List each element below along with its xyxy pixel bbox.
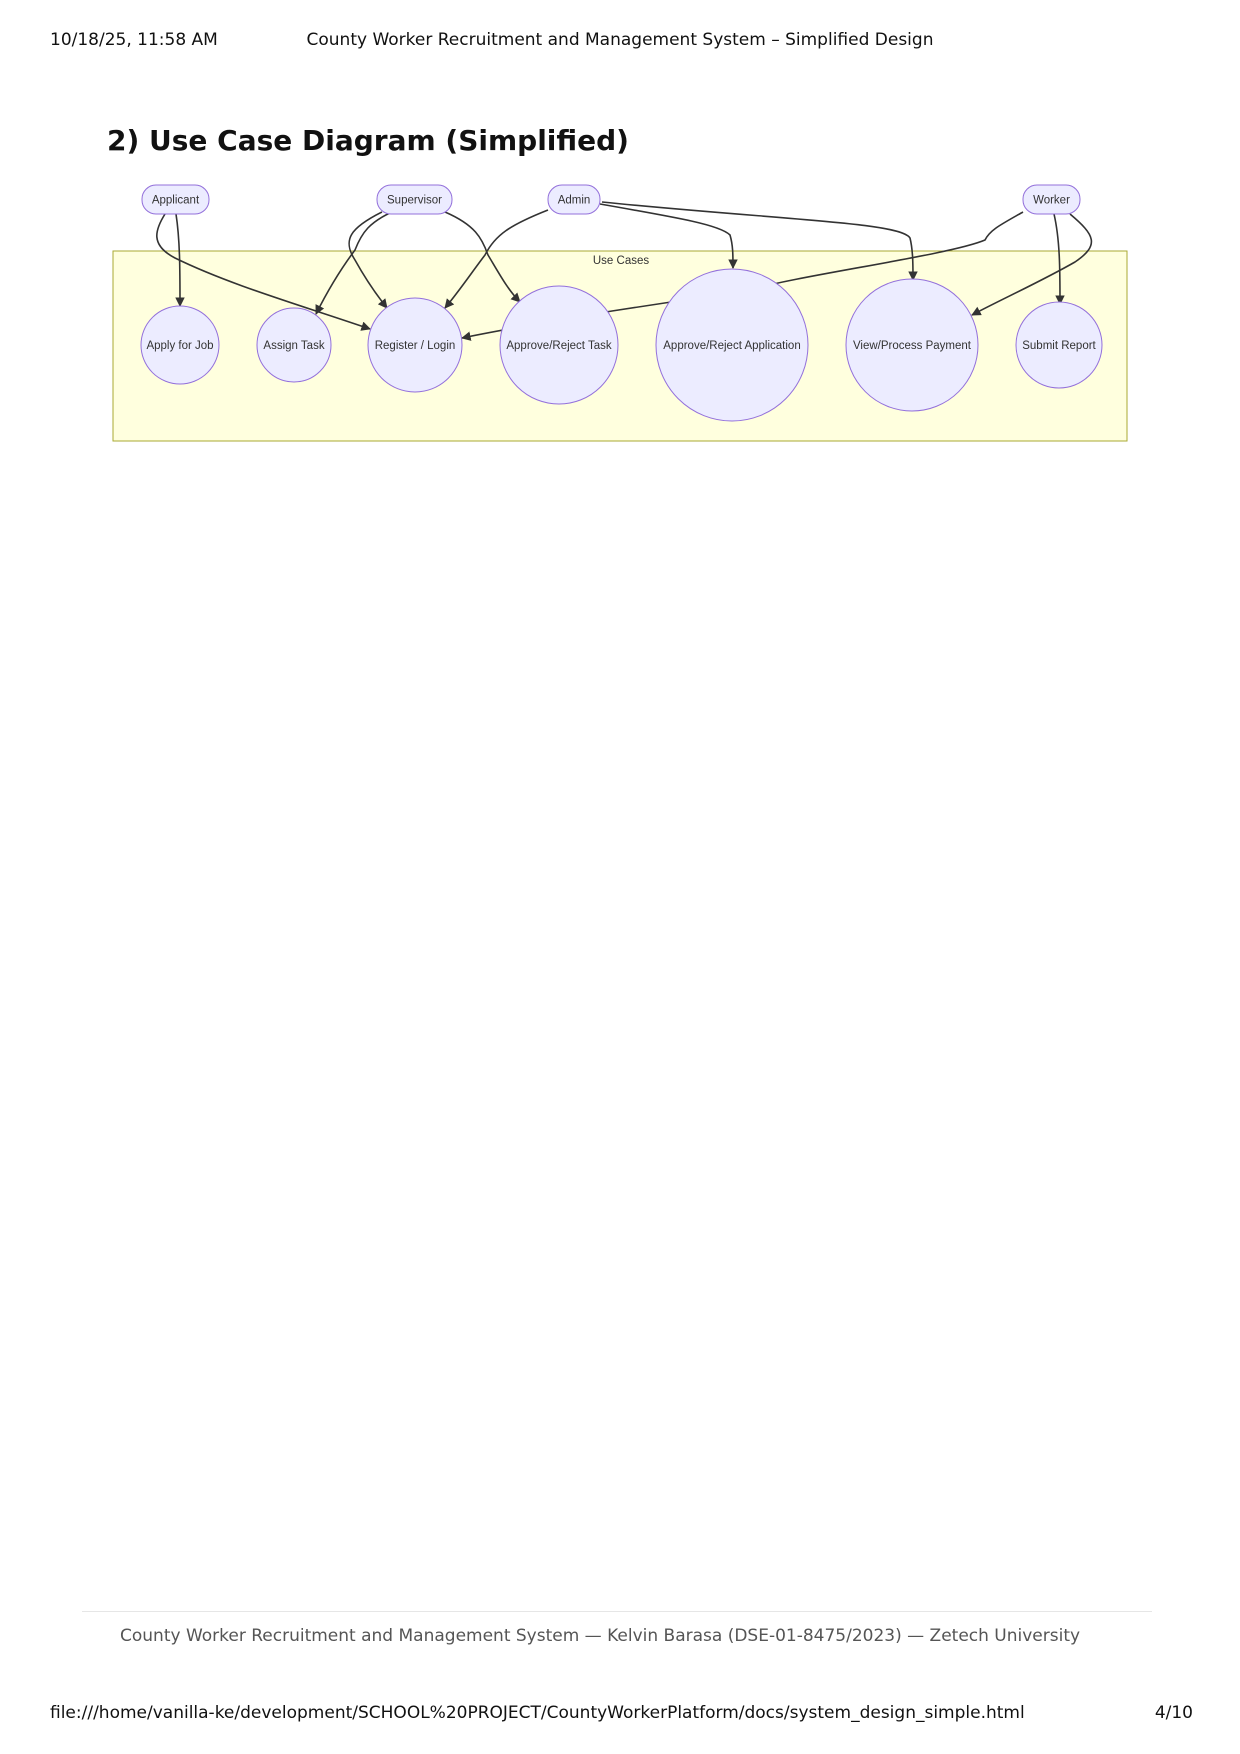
usecase-submit-report-label: Submit Report xyxy=(1022,340,1096,352)
page-number: 4/10 xyxy=(1154,1703,1193,1723)
actor-worker: Worker xyxy=(1022,184,1081,215)
document-footer: County Worker Recruitment and Management… xyxy=(82,1611,1152,1646)
actors: Applicant Supervisor Admin Worker xyxy=(141,184,1081,215)
usecase-submit-report: Submit Report xyxy=(1015,301,1103,389)
section-title: 2) Use Case Diagram (Simplified) xyxy=(107,124,629,157)
usecase-approve-reject-task-label: Approve/Reject Task xyxy=(506,340,612,352)
usecase-approve-reject-application: Approve/Reject Application xyxy=(655,268,809,422)
usecase-register-login-label: Register / Login xyxy=(375,340,456,352)
usecase-view-process-payment-label: View/Process Payment xyxy=(853,340,972,352)
actor-admin: Admin xyxy=(547,184,601,215)
use-case-nodes: Apply for Job Assign Task Register / Log… xyxy=(140,268,1103,422)
usecase-assign-task: Assign Task xyxy=(256,307,332,383)
edge-worker-payment xyxy=(971,213,1093,316)
print-footer: file:///home/vanilla-ke/development/SCHO… xyxy=(0,1703,1240,1729)
actor-supervisor: Supervisor xyxy=(376,184,453,215)
usecase-approve-reject-task: Approve/Reject Task xyxy=(499,285,619,405)
edge-admin-approve-app xyxy=(599,203,738,269)
usecase-apply-for-job: Apply for Job xyxy=(140,305,220,385)
edge-applicant-apply xyxy=(175,213,185,307)
usecase-assign-task-label: Assign Task xyxy=(263,340,324,352)
actor-admin-label: Admin xyxy=(558,195,591,207)
edge-worker-submit xyxy=(1053,213,1065,305)
usecase-view-process-payment: View/Process Payment xyxy=(845,278,979,412)
edge-supervisor-assign xyxy=(315,211,393,315)
print-url: file:///home/vanilla-ke/development/SCHO… xyxy=(50,1703,1025,1723)
edge-supervisor-approve-task xyxy=(444,211,521,303)
usecase-apply-for-job-label: Apply for Job xyxy=(146,340,213,352)
edge-supervisor-register xyxy=(348,211,388,309)
print-title: County Worker Recruitment and Management… xyxy=(306,30,934,50)
print-header: 10/18/25, 11:58 AM County Worker Recruit… xyxy=(0,30,1240,56)
actor-applicant-label: Applicant xyxy=(152,195,200,207)
print-date: 10/18/25, 11:58 AM xyxy=(50,30,218,50)
edge-admin-register xyxy=(444,209,549,309)
actor-worker-label: Worker xyxy=(1033,195,1070,207)
usecase-register-login: Register / Login xyxy=(367,297,463,393)
actor-applicant: Applicant xyxy=(141,184,210,215)
usecase-approve-reject-application-label: Approve/Reject Application xyxy=(663,340,800,352)
actor-supervisor-label: Supervisor xyxy=(387,195,442,207)
boundary-label: Use Cases xyxy=(593,255,649,267)
